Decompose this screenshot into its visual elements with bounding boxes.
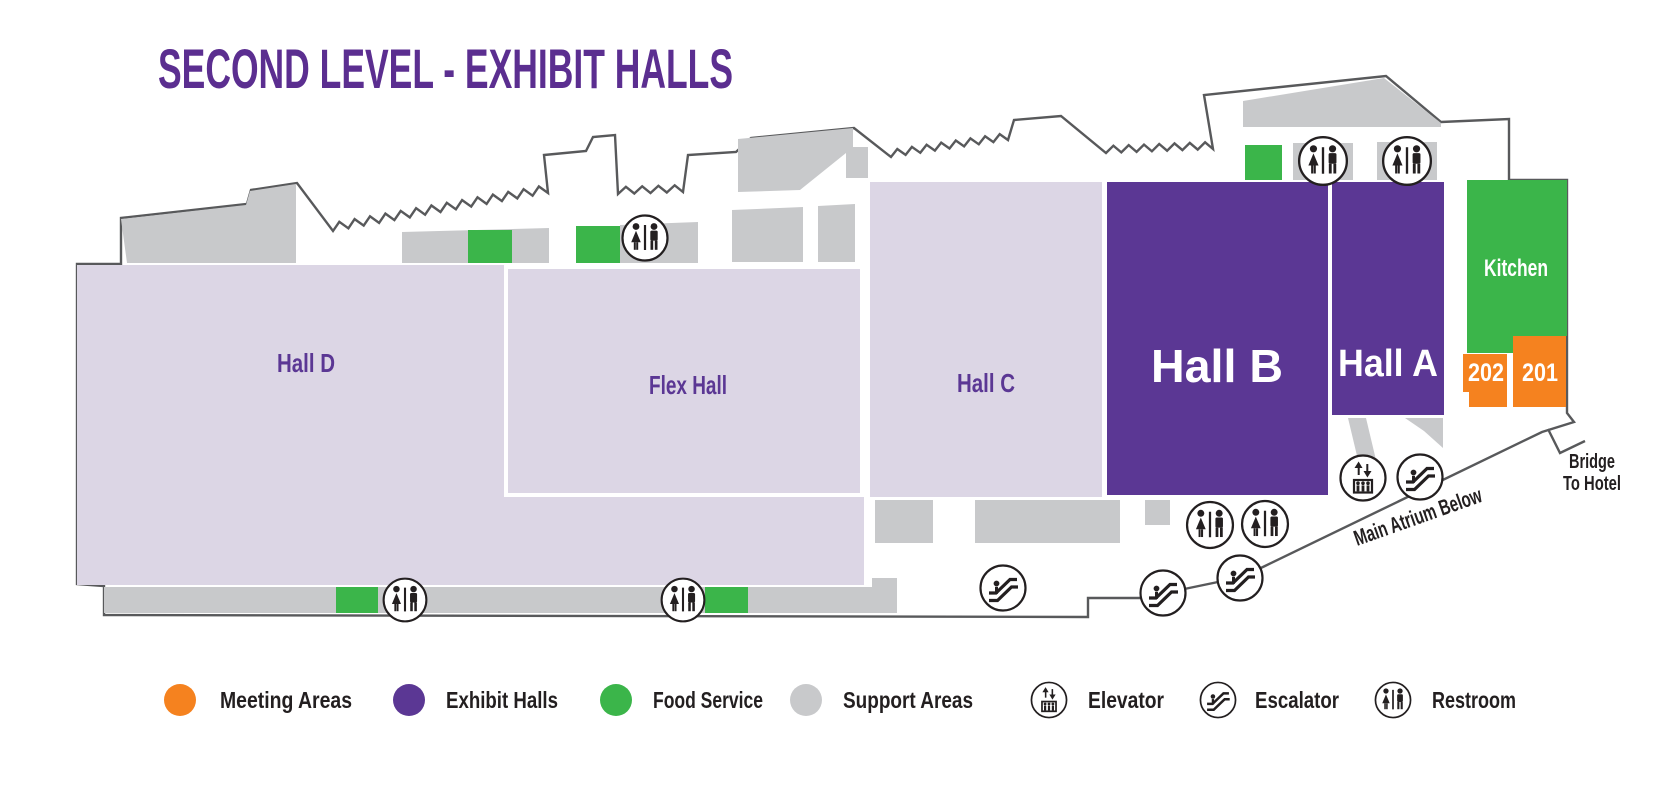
legend-label-restroom: Restroom <box>1432 687 1516 713</box>
hall-a-area <box>1332 182 1444 415</box>
exhibit-halls-swatch <box>393 684 425 716</box>
room-202-label: 202 <box>1468 359 1504 387</box>
food-service-swatch <box>600 684 632 716</box>
escalator-icon <box>1199 681 1237 719</box>
elevator-icon <box>1339 454 1387 502</box>
support-areas-swatch <box>790 684 822 716</box>
page-title: SECOND LEVEL - EXHIBIT HALLS <box>158 37 733 100</box>
bridge-to-hotel-label-line1: Bridge <box>1569 451 1615 473</box>
escalator-icon <box>978 563 1028 613</box>
hall-b-label: Hall B <box>1151 340 1283 392</box>
legend-label-elevator: Elevator <box>1088 687 1164 713</box>
restroom-icon <box>382 577 428 623</box>
legend: Meeting Areas Exhibit Halls Food Service… <box>164 681 1516 719</box>
hall-d-area <box>77 265 864 585</box>
restroom-icon <box>1185 500 1235 550</box>
legend-label-food-service: Food Service <box>653 687 763 713</box>
escalator-icon <box>1395 452 1445 502</box>
hall-c-label: Hall C <box>957 368 1015 398</box>
bridge-to-hotel-label-line2: To Hotel <box>1563 473 1621 495</box>
flex-hall-label: Flex Hall <box>649 370 727 400</box>
restroom-icon <box>1381 135 1433 187</box>
legend-label-exhibit-halls: Exhibit Halls <box>446 687 558 713</box>
escalator-icon <box>1138 568 1188 618</box>
escalator-icon <box>1215 553 1265 603</box>
room-202-area <box>1463 354 1507 407</box>
kitchen-label: Kitchen <box>1484 255 1548 282</box>
hall-a-label: Hall A <box>1338 343 1438 385</box>
elevator-icon <box>1030 681 1068 719</box>
restroom-icon <box>660 577 706 623</box>
hall-b-area <box>1107 182 1328 495</box>
legend-label-support-areas: Support Areas <box>843 687 973 713</box>
restroom-icon <box>1374 681 1412 719</box>
hall-d-label: Hall D <box>277 348 335 378</box>
bridge-walkway-outline <box>1546 428 1586 455</box>
room-201-area <box>1513 336 1566 407</box>
legend-label-meeting-areas: Meeting Areas <box>220 687 352 713</box>
restroom-icon <box>1240 499 1290 549</box>
kitchen-area <box>1467 180 1567 353</box>
restroom-icon <box>1297 135 1349 187</box>
flex-hall-border <box>504 265 864 497</box>
hall-c-area <box>870 182 1102 497</box>
meeting-areas-swatch <box>164 684 196 716</box>
room-201-label: 201 <box>1522 359 1558 387</box>
building-outline <box>75 74 1577 619</box>
restroom-icon <box>621 214 669 262</box>
food-service-areas <box>336 145 1567 613</box>
legend-label-escalator: Escalator <box>1255 687 1339 713</box>
